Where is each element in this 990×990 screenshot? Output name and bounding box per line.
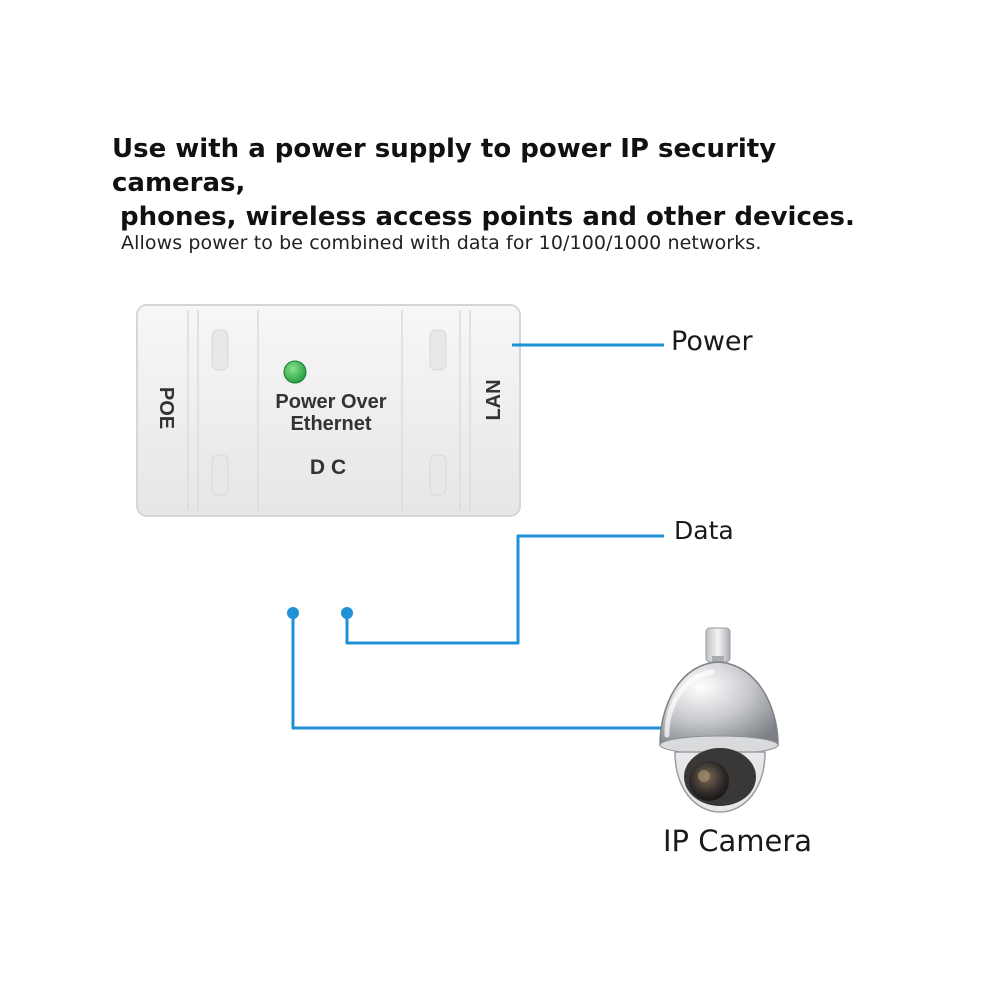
camera-line-endpoint xyxy=(287,607,299,619)
camera-connector-line xyxy=(291,613,664,730)
poe-injector: POE LAN Power Over Ethernet DC xyxy=(136,304,521,517)
data-line-endpoint xyxy=(341,607,353,619)
injector-body xyxy=(136,304,521,517)
status-led xyxy=(283,360,307,384)
subheadline: Allows power to be combined with data fo… xyxy=(121,232,762,254)
port-label-lan: LAN xyxy=(483,379,505,420)
ip-camera-label: IP Camera xyxy=(663,824,813,858)
ip-camera-icon xyxy=(659,627,779,813)
data-label: Data xyxy=(674,516,734,545)
headline-line-2: phones, wireless access points and other… xyxy=(120,202,855,232)
power-label: Power xyxy=(671,326,753,357)
data-connector-line xyxy=(345,534,664,645)
device-face-dc: DC xyxy=(310,456,352,479)
device-face-line-1: Power Over xyxy=(275,391,386,413)
headline: Use with a power supply to power IP secu… xyxy=(112,132,912,234)
port-label-poe: POE xyxy=(155,387,177,429)
headline-line-1: Use with a power supply to power IP secu… xyxy=(112,134,777,198)
device-face-line-2: Ethernet xyxy=(290,413,371,435)
